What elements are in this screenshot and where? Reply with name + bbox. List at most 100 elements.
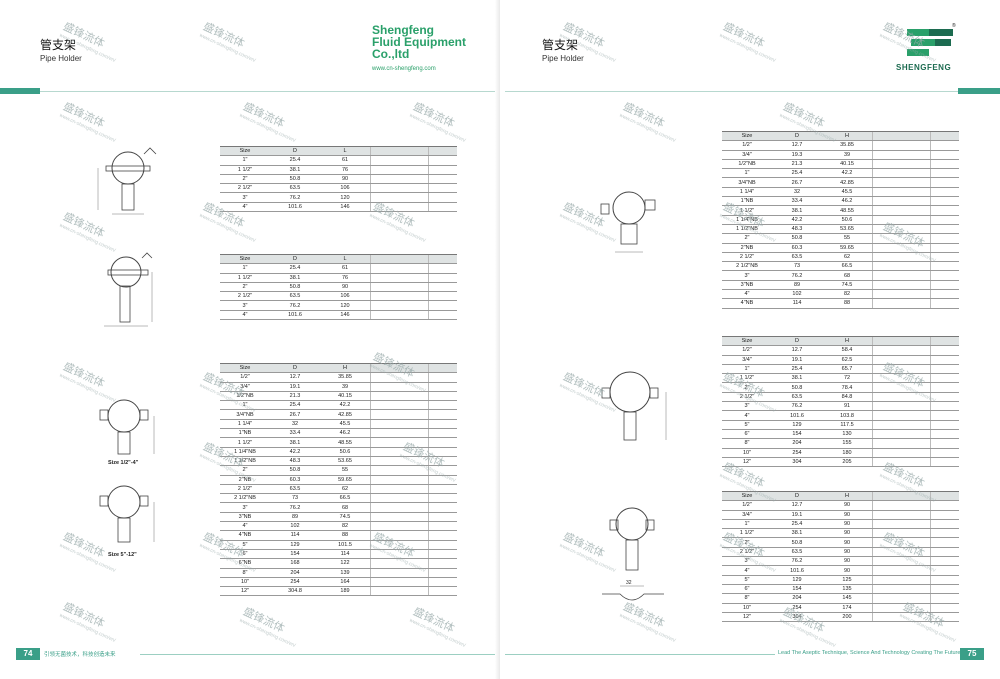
pipe-holder-drawing-4 bbox=[99, 485, 155, 543]
pipe-holder-drawing-2 bbox=[104, 252, 153, 327]
table-cell-empty bbox=[929, 205, 959, 216]
table-cell-empty bbox=[872, 528, 931, 539]
table-cell-empty bbox=[370, 484, 429, 495]
registered-mark: ® bbox=[952, 23, 956, 29]
table-cell: 4" bbox=[722, 289, 772, 300]
table-cell: 59.65 bbox=[822, 243, 873, 253]
table-cell-empty bbox=[929, 429, 959, 440]
table-cell-empty bbox=[929, 150, 959, 160]
table-header-cell-empty bbox=[427, 362, 457, 374]
table-cell: 304.8 bbox=[270, 586, 320, 597]
table-cell: 3/4" bbox=[722, 510, 772, 520]
table-header-cell: H bbox=[822, 335, 873, 347]
table-cell-empty bbox=[929, 243, 959, 253]
table-cell: 1 1/2"NB bbox=[220, 456, 270, 467]
table-cell-empty bbox=[370, 155, 429, 166]
table-cell-empty bbox=[370, 465, 429, 476]
table-cell-empty bbox=[370, 530, 429, 541]
table-cell: 62 bbox=[320, 484, 371, 495]
table-cell: 1" bbox=[220, 263, 270, 274]
table-cell: 19.1 bbox=[270, 382, 320, 392]
table-cell: 68 bbox=[320, 502, 371, 513]
table-cell: 2"NB bbox=[722, 243, 772, 253]
table-cell-empty bbox=[427, 409, 457, 420]
table-cell-empty bbox=[929, 556, 959, 567]
table-cell: 90 bbox=[822, 537, 873, 548]
table-cell: 120 bbox=[320, 192, 371, 203]
table-cell: 130 bbox=[822, 429, 873, 440]
brand-block: Shengfeng Fluid Equipment Co.,ltd www.cn… bbox=[372, 24, 466, 75]
table-cell-empty bbox=[929, 457, 959, 468]
table-cell-empty bbox=[427, 174, 457, 185]
table-cell: 76.2 bbox=[270, 192, 320, 203]
table-cell-empty bbox=[370, 568, 429, 578]
page-title-cn: 管支架 bbox=[40, 38, 77, 52]
header-accent-bar-right bbox=[958, 88, 1000, 94]
table-header-cell-empty bbox=[370, 253, 429, 265]
table-cell: 103.8 bbox=[822, 410, 873, 421]
table-header-cell: L bbox=[320, 145, 371, 157]
table-cell: 66.5 bbox=[320, 493, 371, 504]
table-cell-empty bbox=[370, 586, 429, 597]
table-cell-empty bbox=[929, 215, 959, 225]
table-cell-empty bbox=[929, 233, 959, 244]
table-cell: 1/2" bbox=[220, 372, 270, 383]
table-cell: 1 1/2" bbox=[722, 205, 772, 216]
table-cell-empty bbox=[427, 512, 457, 523]
footer-slogan-cn: 引领无菌技术，科技创造未来 bbox=[44, 652, 116, 658]
table-cell: 3/4" bbox=[220, 382, 270, 392]
table-cell-empty bbox=[929, 196, 959, 207]
page-number-right: 75 bbox=[960, 648, 984, 660]
table-cell-empty bbox=[872, 382, 931, 393]
table-cell: 42.2 bbox=[772, 215, 822, 225]
table-cell: 1/2" bbox=[722, 500, 772, 511]
table-cell: 4" bbox=[220, 310, 270, 321]
table-cell: 101.5 bbox=[320, 540, 371, 550]
table-cell-empty bbox=[929, 261, 959, 272]
table-cell: 3/4" bbox=[722, 355, 772, 365]
table-cell-empty bbox=[872, 345, 931, 356]
table-cell: 90 bbox=[822, 565, 873, 576]
table-cell-empty bbox=[427, 372, 457, 383]
table-cell: 2" bbox=[722, 233, 772, 244]
table-cell: 42.85 bbox=[320, 409, 371, 420]
table-cell: 8" bbox=[722, 438, 772, 449]
table-cell: 53.65 bbox=[320, 456, 371, 467]
table-cell-empty bbox=[427, 400, 457, 411]
table-header-cell-empty bbox=[427, 145, 457, 157]
table-cell-empty bbox=[427, 192, 457, 203]
table-cell: 204 bbox=[772, 593, 822, 604]
table-cell-empty bbox=[370, 447, 429, 457]
table-cell: 1"NB bbox=[722, 196, 772, 207]
table-cell: 3" bbox=[722, 270, 772, 281]
table-cell: 254 bbox=[772, 603, 822, 613]
table-cell: 135 bbox=[822, 584, 873, 595]
table-cell: 4" bbox=[220, 521, 270, 532]
table-cell: 48.3 bbox=[772, 224, 822, 235]
table-cell: 117.5 bbox=[822, 420, 873, 430]
table-cell: 254 bbox=[270, 577, 320, 588]
table-cell-empty bbox=[427, 291, 457, 302]
page-number-left: 74 bbox=[16, 648, 40, 660]
table-cell: 205 bbox=[822, 457, 873, 468]
table-cell-empty bbox=[370, 273, 429, 283]
brand-line-1: Shengfeng bbox=[372, 23, 434, 37]
table-cell-empty bbox=[929, 298, 959, 309]
table-header-cell: D bbox=[772, 130, 822, 142]
table-cell: 48.55 bbox=[320, 437, 371, 448]
